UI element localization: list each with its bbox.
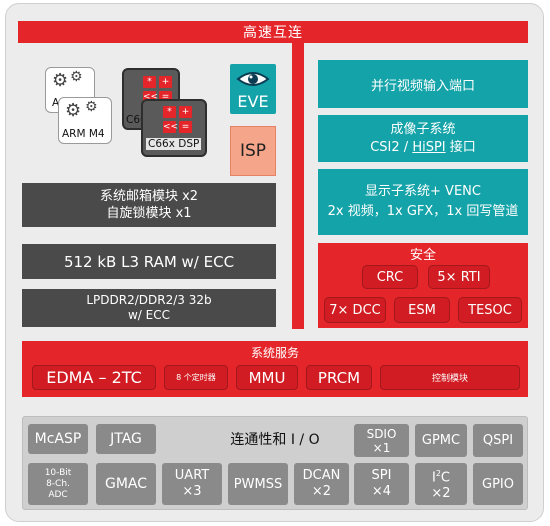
uart-block: UART×3 [162,463,222,505]
io-title: 连通性和 I / O [230,432,320,448]
mailbox-label: 系统邮箱模块 x2 [99,189,199,204]
eye-icon [236,72,270,86]
l3-ram-label: 512 kB L3 RAM w/ ECC [63,252,235,271]
mailbox-spinlock-block: 系统邮箱模块 x2 自旋锁模块 x1 [22,183,276,227]
gpio-block: GPIO [473,463,523,505]
gear-icon: ⚙ [52,70,69,91]
spi-block: SPI×4 [354,463,409,505]
connectivity-io-block: 连通性和 I / O McASP JTAG SDIO×1 GPMC QSPI 1… [22,416,528,510]
system-services-title: 系统服务 [250,345,299,360]
display-subsystem-block: 显示子系统+ VENC 2x 视频，1x GFX，1x 回写管道 [318,169,528,235]
display-pipes-label: 2x 视频，1x GFX，1x 回写管道 [327,204,519,219]
timers-pill: 8 个定时器 [164,365,228,390]
gpmc-block: GPMC [415,424,467,457]
arm-m4-label: ARM M4 [62,128,105,140]
imaging-label: 成像子系统 [390,121,456,137]
lpddr-label-line1: LPDDR2/DDR2/3 32b [86,293,212,307]
gmac-block: GMAC [96,463,156,505]
c66x-dsp-label: C66x DSP [146,138,202,150]
imaging-interface-label: CSI2 / HiSPI 接口 [370,139,476,155]
mcasp-block: McASP [28,424,88,454]
high-speed-interconnect-bar: 高速互连 [18,21,528,43]
mmu-pill: MMU [236,365,298,390]
interconnect-label: 高速互连 [243,25,303,41]
pwmss-block: PWMSS [228,463,288,505]
eve-block: EVE [230,64,276,114]
interconnect-vertical-bar [292,43,304,329]
dcan-block: DCAN×2 [294,463,349,505]
isp-label: ISP [239,141,267,161]
eve-label: EVE [237,92,269,111]
security-block: 安全 CRC 5× RTI 7× DCC ESM TESOC [318,243,528,328]
gear-icon: ⚙ [65,100,82,121]
esm-pill: ESM [394,297,450,323]
edma-pill: EDMA – 2TC [32,365,156,390]
dcc-pill: 7× DCC [324,297,386,323]
tesoc-pill: TESOC [458,297,522,323]
display-label: 显示子系统+ VENC [365,184,481,199]
jtag-block: JTAG [96,424,156,454]
lpddr-block: LPDDR2/DDR2/3 32b w/ ECC [22,289,276,327]
l3-ram-block: 512 kB L3 RAM w/ ECC [22,244,276,279]
system-services-block: 系统服务 EDMA – 2TC 8 个定时器 MMU PRCM 控制模块 [22,341,528,397]
lpddr-label-line2: w/ ECC [127,308,170,322]
prcm-pill: PRCM [306,365,372,390]
video-input-label: 并行视频输入端口 [370,78,475,94]
parallel-video-input-block: 并行视频输入端口 [318,60,528,108]
security-title: 安全 [409,247,436,263]
gear-icon: ⚙ [70,69,83,85]
dsp-key-icon: = [179,121,192,133]
control-module-pill: 控制模块 [380,365,520,390]
isp-block: ISP [230,126,276,176]
rti-pill: 5× RTI [428,265,490,289]
dsp-key-icon: * [143,76,156,88]
spinlock-label: 自旋锁模块 x1 [106,206,192,221]
imaging-subsystem-block: 成像子系统 CSI2 / HiSPI 接口 [318,115,528,162]
crc-pill: CRC [362,265,418,289]
gear-icon: ⚙ [85,99,98,115]
sdio-block: SDIO×1 [354,424,409,457]
dsp-key-icon: * [163,106,176,118]
qspi-block: QSPI [473,424,523,457]
dsp-key-icon: + [159,76,172,88]
dsp-key-icon: + [179,106,192,118]
dsp-key-icon: << [163,121,179,133]
arm-m4-core-block: ⚙ ⚙ ARM M4 [58,97,112,144]
i2c-block: I2C ×2 [415,463,467,505]
